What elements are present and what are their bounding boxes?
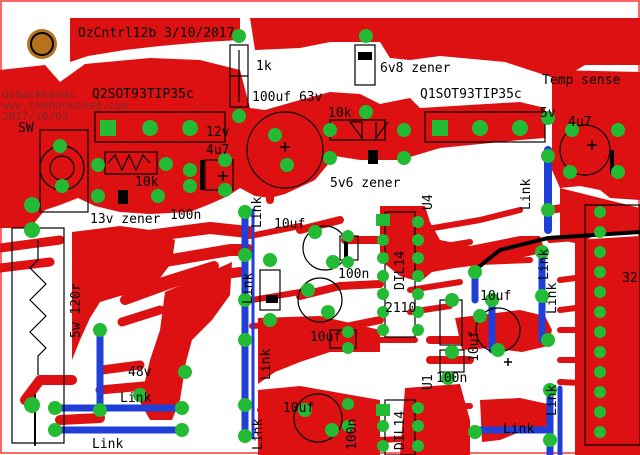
label-10uf-a: 10uf (274, 217, 305, 232)
pads (24, 29, 625, 452)
label-5w-120r: 5w 120r (69, 283, 84, 338)
label-link-a: Link (250, 197, 265, 228)
label-link-e: Link (545, 283, 560, 314)
label-10uf-d: 10uf (467, 331, 482, 362)
label-link-g: Link (120, 391, 151, 406)
label-10uf-c: 10uf (480, 289, 511, 304)
label-5v6-zener: 5v6 zener (330, 176, 401, 191)
label-100n-a: 100n (170, 208, 201, 223)
silkscreen-text: OzCntrl12b 3/10/2017 1k Q2SOT93TIP35c 6v… (18, 26, 638, 452)
label-u4: U4 (421, 194, 436, 210)
label-10uf-e: 10uf (283, 401, 314, 416)
label-32: 32 (622, 271, 638, 286)
label-link-k: Link (545, 385, 560, 416)
label-sw: SW (18, 121, 34, 136)
board-title: OzCntrl12b 3/10/2017 (78, 26, 235, 41)
label-link-b: Link (519, 179, 534, 210)
label-5v: 5v (540, 106, 556, 121)
component-bodies (118, 52, 614, 303)
label-link-i: Link (251, 419, 266, 450)
label-10uf-b: 10uf (310, 330, 341, 345)
watermark-line-3: 2017/10/03 (2, 110, 68, 123)
label-10k-a: 10k (328, 106, 352, 121)
label-100n-b: 100n (338, 267, 369, 282)
label-r-1k: 1k (256, 59, 272, 74)
label-link-j: Link (503, 422, 534, 437)
label-100n-c: 100n (436, 371, 467, 386)
label-48v: 48v (128, 365, 152, 380)
label-6v8-zener: 6v8 zener (380, 61, 451, 76)
polarity-marks (218, 140, 597, 366)
watermark: Ozbackhands www.thebackshed.com 2017/10/… (2, 88, 128, 123)
label-u1: U1 (421, 374, 436, 390)
label-q1: Q1SOT93TIP35c (420, 87, 522, 102)
label-dil14-b: DIL14 (393, 411, 408, 450)
label-link-d: Link (537, 249, 552, 280)
label-4u7-a: 4u7 (206, 143, 229, 158)
mounting-hole (27, 29, 57, 59)
label-13v-zener: 13v zener (90, 212, 161, 227)
label-link-h: Link (92, 437, 123, 452)
label-10k-b: 10k (135, 175, 159, 190)
label-100n-d: 100n (345, 419, 360, 450)
watermark-line-1: Ozbackhands (2, 88, 75, 101)
label-100uf-63v: 100uf 63v (252, 90, 323, 105)
label-12v: 12v (206, 125, 230, 140)
label-link-f: Link (259, 349, 274, 380)
watermark-line-2: www.thebackshed.com (2, 99, 128, 112)
label-dil14-a: DIL14 (393, 251, 408, 290)
label-link-c: Link (241, 273, 256, 304)
label-q2: Q2SOT93TIP35c (92, 87, 194, 102)
copper-traces (0, 113, 603, 443)
label-2110: 2110 (385, 301, 416, 316)
label-4u7-b: 4u7 (568, 115, 591, 130)
label-temp-sense: Temp sense (542, 73, 620, 88)
capacitor-100uf-outline (246, 111, 324, 189)
